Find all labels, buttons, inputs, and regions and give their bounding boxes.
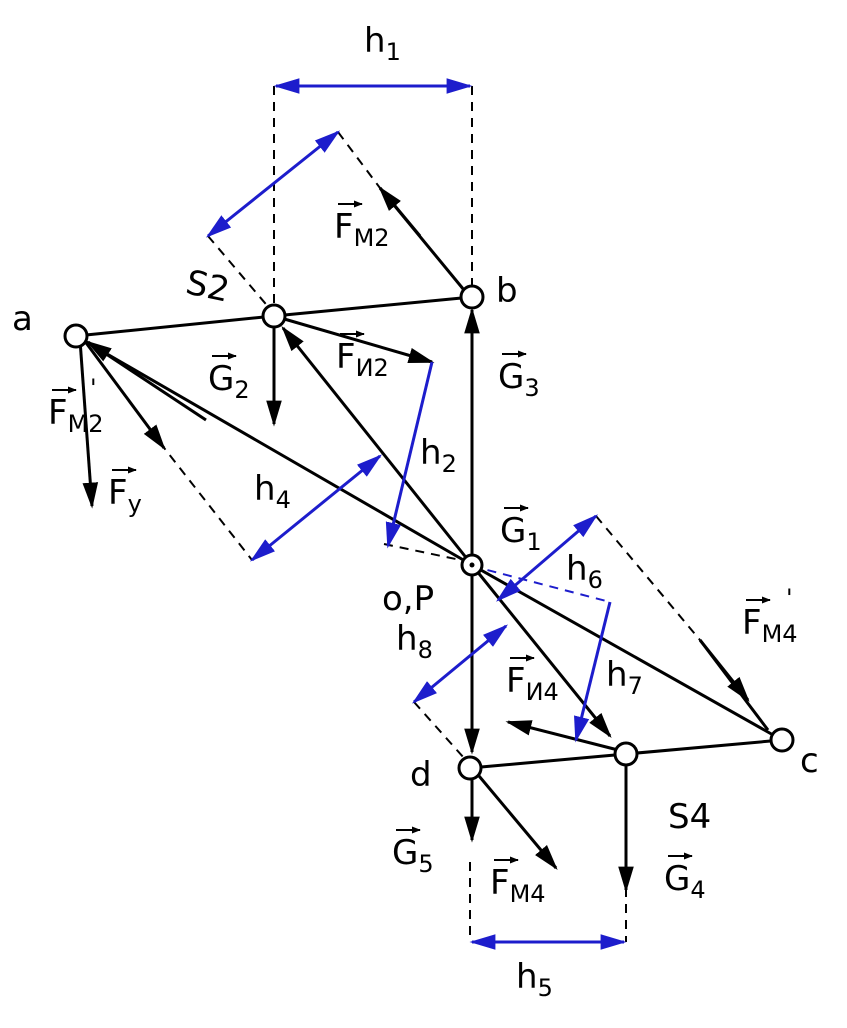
svg-text:': ': [786, 584, 793, 612]
svg-text:G1: G1: [500, 511, 542, 556]
svg-text:FM4: FM4: [490, 863, 546, 908]
joints: [63, 284, 795, 781]
joint-a: [63, 323, 89, 349]
label-fy: Fy: [108, 466, 142, 518]
label-g2: G2: [208, 352, 250, 404]
force-labels: FM2 FM2 ' Fy G2 FИ2 G3 G1 FM4: [48, 200, 798, 908]
label-fi2: FИ2: [336, 330, 389, 382]
label-fm4-prime: FM4 ': [742, 584, 798, 648]
svg-text:FИ2: FИ2: [336, 337, 389, 382]
label-fi4: FИ4: [506, 654, 559, 706]
joint-b: [459, 284, 485, 310]
svg-text:': ': [90, 374, 97, 402]
construction-lines: [149, 86, 701, 942]
label-fm2-prime: FM2 ': [48, 374, 104, 438]
label-a: a: [12, 299, 33, 339]
svg-text:G4: G4: [664, 859, 706, 904]
label-h8: h8: [396, 619, 433, 664]
svg-text:Fy: Fy: [108, 473, 142, 518]
joint-s4: [613, 741, 639, 767]
label-g5: G5: [392, 826, 434, 878]
label-h2: h2: [420, 433, 457, 478]
label-d: d: [410, 755, 432, 795]
joint-labels: a b c d S2 S4 o,P: [12, 263, 819, 837]
mechanism-links: [75, 295, 783, 770]
label-fm2-top: FM2: [334, 200, 390, 252]
joint-s2: [261, 303, 287, 329]
label-g4: G4: [664, 852, 706, 904]
label-g1: G1: [500, 504, 542, 556]
label-g3: G3: [498, 350, 540, 402]
label-h7: h7: [606, 655, 643, 700]
svg-text:FИ4: FИ4: [506, 661, 559, 706]
svg-text:FM4: FM4: [742, 603, 798, 648]
label-s4: S4: [668, 797, 711, 837]
svg-text:FM2: FM2: [334, 207, 390, 252]
label-h4: h4: [254, 469, 291, 514]
joint-d: [457, 755, 483, 781]
label-b: b: [496, 271, 518, 311]
arm-labels: h1 h2 h4 h5 h6 h7 h8: [254, 21, 643, 1002]
label-h5: h5: [516, 957, 553, 1002]
label-h6: h6: [566, 549, 603, 594]
force-vectors: [78, 186, 770, 893]
label-op: o,P: [382, 579, 434, 619]
joint-c: [769, 727, 795, 753]
label-fm4: FM4: [490, 856, 546, 908]
label-c: c: [800, 741, 819, 781]
svg-text:FM2: FM2: [48, 393, 104, 438]
svg-text:G3: G3: [498, 357, 540, 402]
svg-text:G5: G5: [392, 833, 434, 878]
svg-text:G2: G2: [208, 359, 250, 404]
label-s2: S2: [182, 263, 233, 311]
moment-arms: [205, 78, 627, 950]
label-h1: h1: [364, 21, 401, 66]
